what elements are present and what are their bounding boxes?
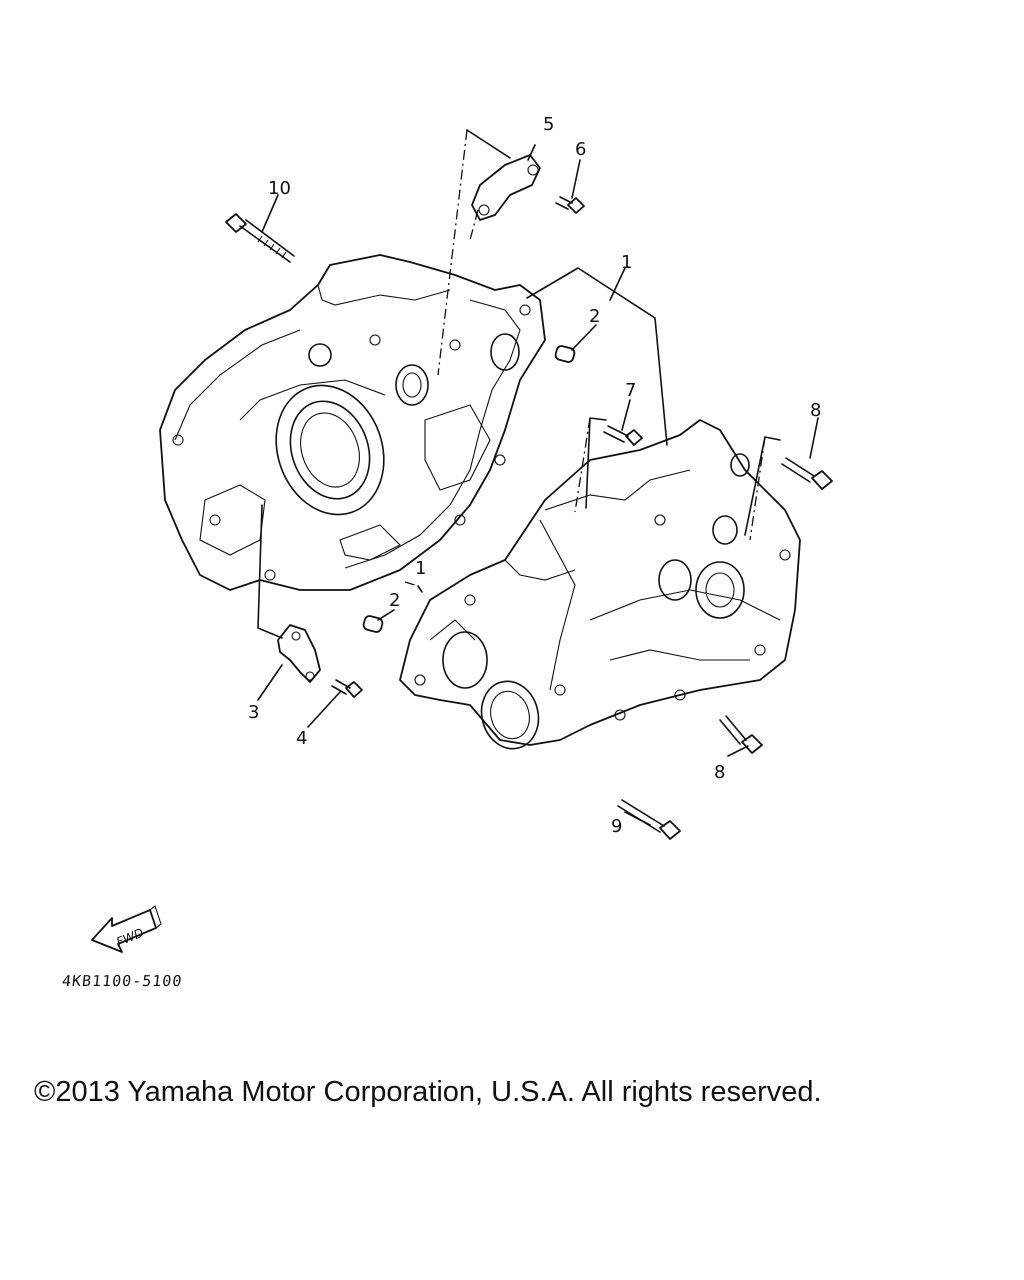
- callout-2-upper: 2: [589, 306, 600, 327]
- callout-10: 10: [268, 178, 291, 199]
- copyright-notice: ©2013 Yamaha Motor Corporation, U.S.A. A…: [34, 1076, 822, 1108]
- part-5-plate: [471, 154, 541, 221]
- callout-5: 5: [543, 114, 554, 135]
- callout-4: 4: [296, 728, 307, 749]
- part-4-bolt: [331, 679, 363, 698]
- callout-2-lower: 2: [389, 590, 400, 611]
- callout-3: 3: [248, 702, 259, 723]
- callout-1-upper: 1: [621, 252, 632, 273]
- callout-9: 9: [611, 816, 622, 837]
- part-8-bolt-lower: [719, 715, 763, 754]
- part-3-plate: [277, 624, 321, 683]
- right-crankcase: [399, 419, 801, 750]
- callout-1-lower: 1: [415, 558, 426, 579]
- part-8-bolt-upper: [781, 457, 833, 490]
- diagram-code: 4KB1100-5100: [61, 972, 184, 990]
- part-10-bolt: [225, 213, 295, 263]
- left-crankcase: [159, 254, 546, 591]
- part-2-dowel-upper: [554, 345, 576, 363]
- callout-6: 6: [575, 139, 586, 160]
- callout-8-lower: 8: [714, 762, 725, 783]
- callout-8-upper: 8: [810, 400, 821, 421]
- leader-lines: [257, 129, 819, 826]
- fwd-arrow-icon: FWD: [91, 905, 162, 953]
- part-7-bolt: [603, 425, 643, 446]
- callout-7: 7: [625, 380, 636, 401]
- part-9-bolt: [617, 799, 681, 840]
- part-6-bolt: [555, 196, 585, 214]
